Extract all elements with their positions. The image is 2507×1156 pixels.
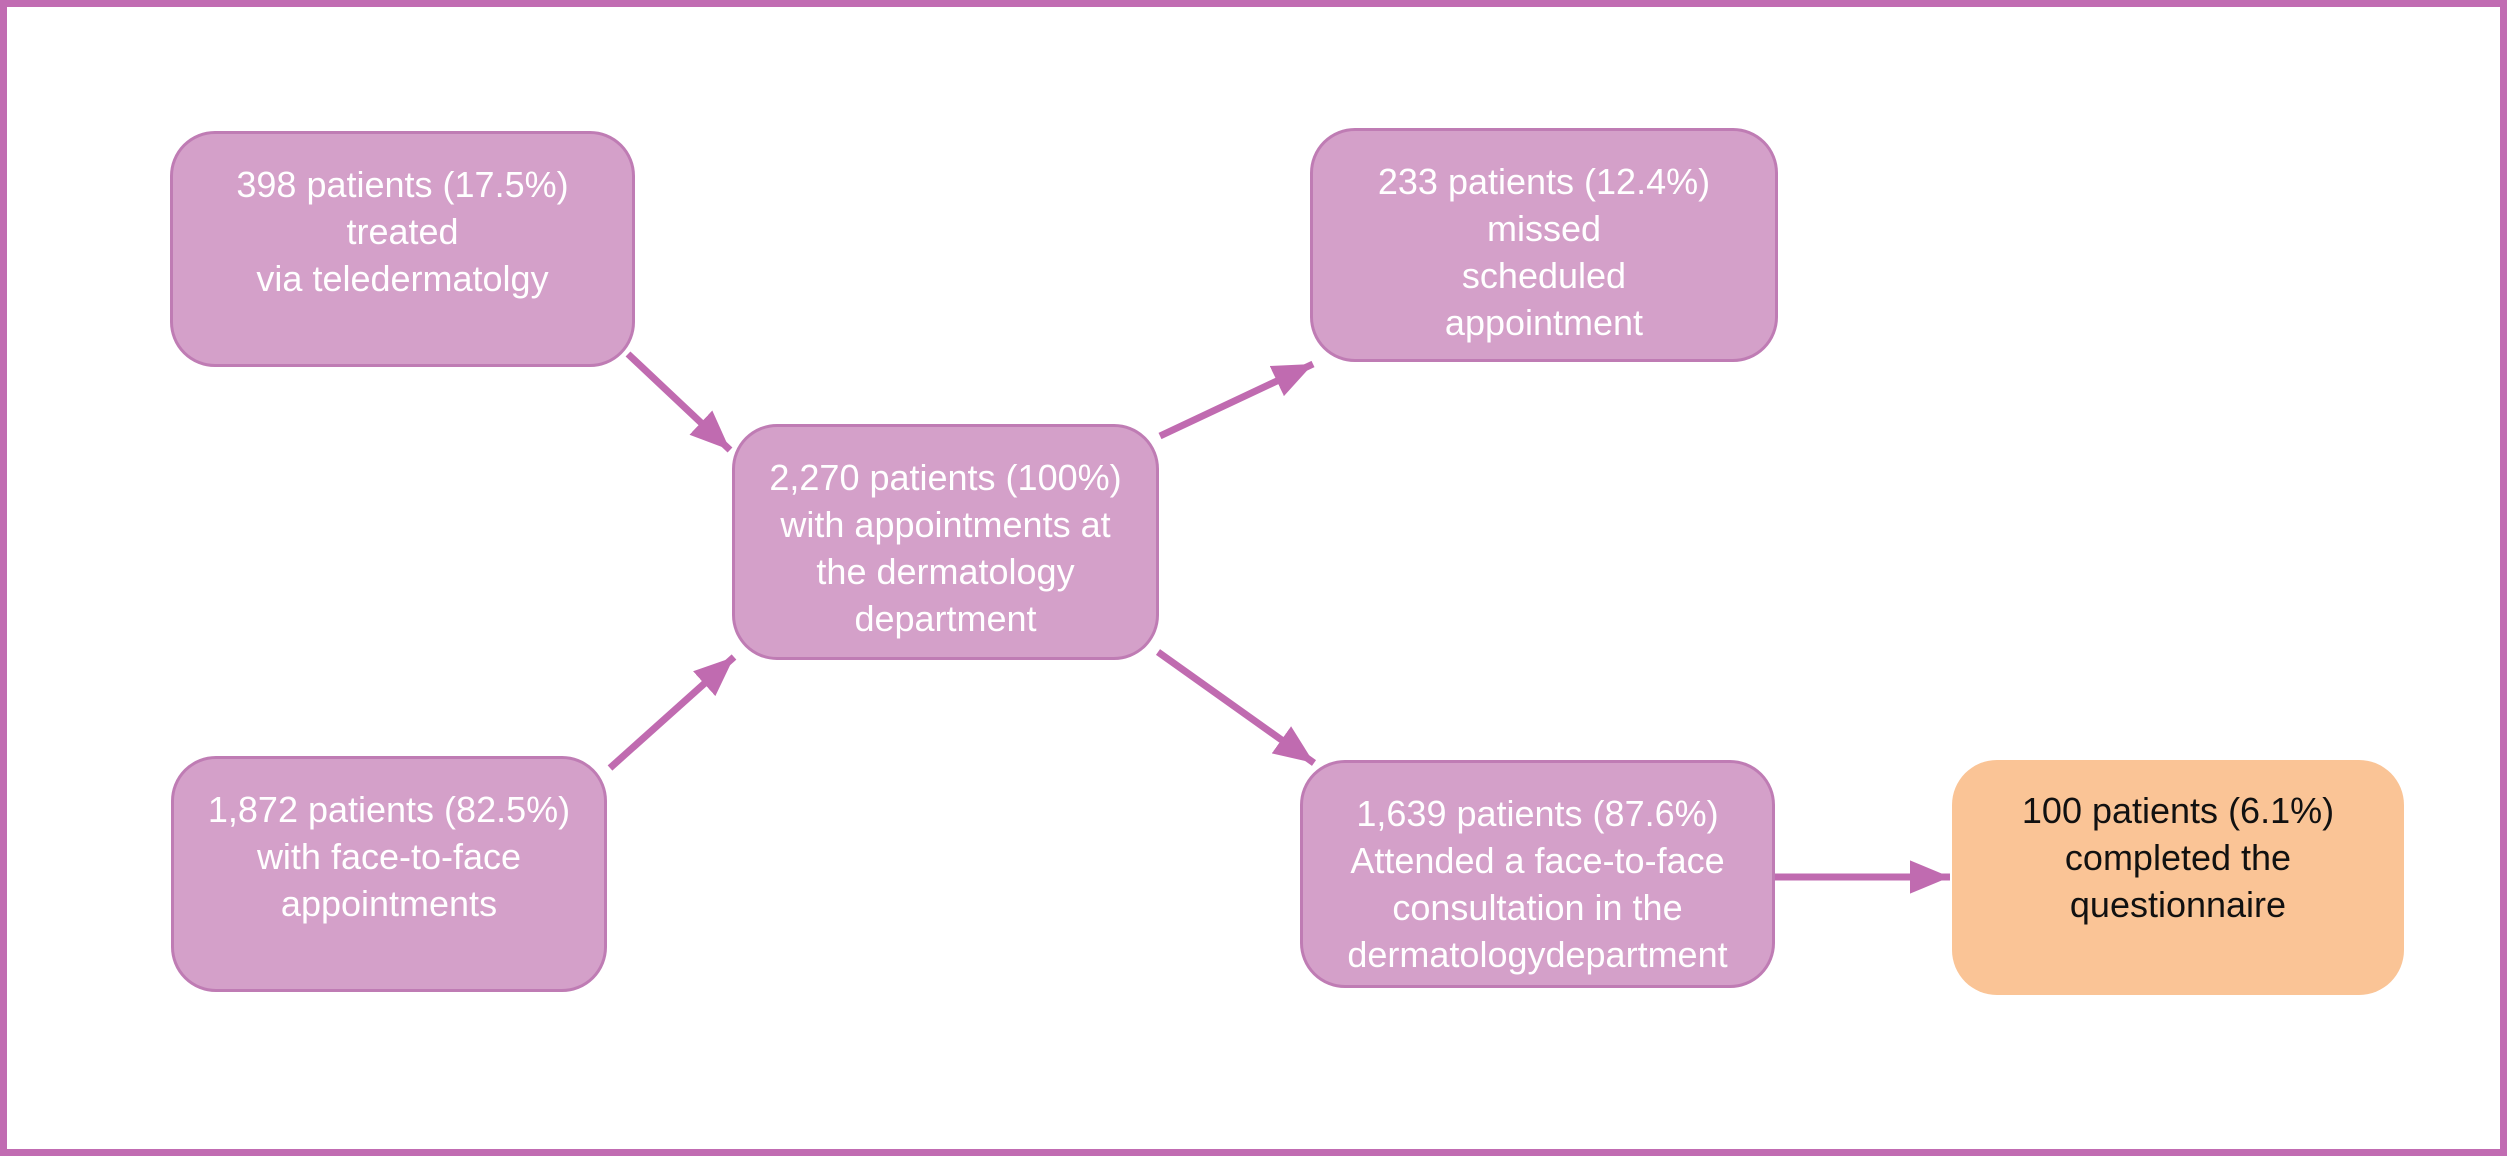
node-missed-appointment: 233 patients (12.4%) missed scheduled ap… [1310, 128, 1778, 362]
arrow-total-to-missed [1158, 360, 1315, 440]
node-face-to-face-appointments: 1,872 patients (82.5%) with face-to-face… [171, 756, 607, 992]
arrow-face-to-face-to-total [607, 654, 737, 771]
node-attended-consultation-text: 1,639 patients (87.6%) Attended a face-t… [1347, 793, 1728, 975]
node-total-appointments-text: 2,270 patients (100%) with appointments … [769, 457, 1122, 639]
arrow-teledermatology-to-total [625, 351, 733, 453]
node-teledermatology: 398 patients (17.5%) treated via teleder… [170, 131, 635, 367]
node-completed-questionnaire-text: 100 patients (6.1%) completed the questi… [2021, 790, 2335, 925]
node-completed-questionnaire: 100 patients (6.1%) completed the questi… [1952, 760, 2404, 995]
arrow-total-to-attended [1155, 649, 1317, 766]
node-teledermatology-text: 398 patients (17.5%) treated via teleder… [236, 164, 569, 299]
node-total-appointments: 2,270 patients (100%) with appointments … [732, 424, 1159, 660]
node-missed-appointment-text: 233 patients (12.4%) missed scheduled ap… [1377, 161, 1711, 343]
node-face-to-face-appointments-text: 1,872 patients (82.5%) with face-to-face… [207, 789, 571, 924]
node-attended-consultation: 1,639 patients (87.6%) Attended a face-t… [1300, 760, 1775, 988]
